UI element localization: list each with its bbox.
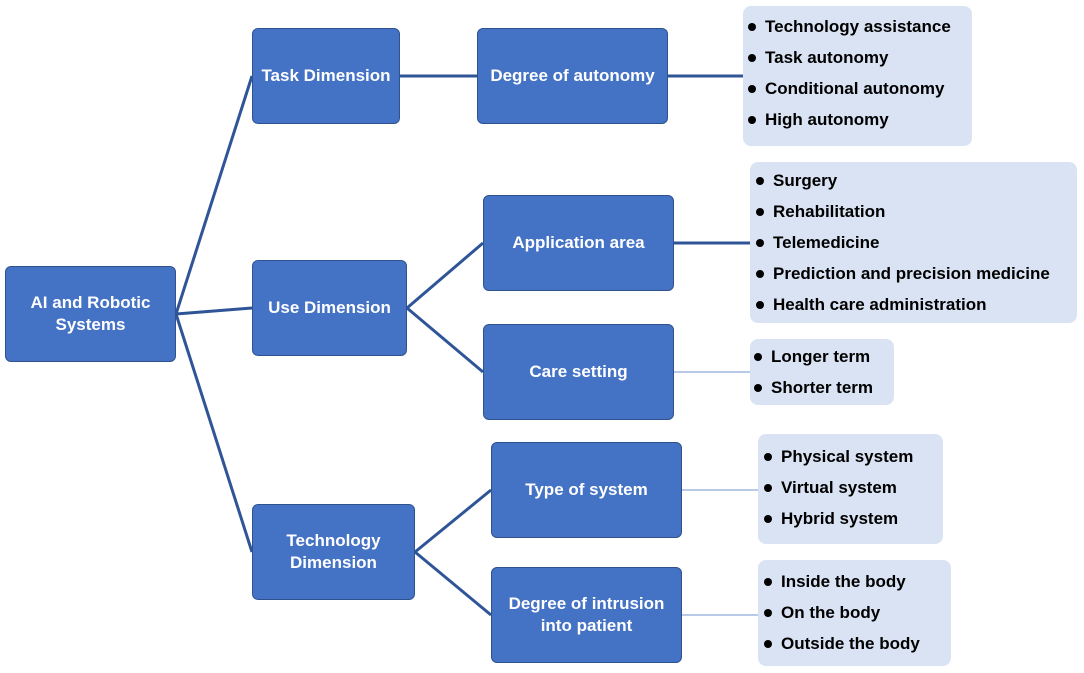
technology-to-intrusion-line [414,550,492,617]
list-item: Longer term [753,341,894,372]
list-item: Surgery [755,165,1077,196]
use-to-application-line [406,241,484,310]
technology-to-type-line [414,488,492,554]
root-to-technology-line [174,313,254,553]
list-item: Outside the body [763,628,951,659]
application-area-node: Application area [483,195,674,291]
root-node: AI and Robotic Systems [5,266,176,362]
list-item: Physical system [763,441,943,472]
list-item: Inside the body [763,566,951,597]
system-type-list: Physical system Virtual system Hybrid sy… [758,434,943,544]
care-setting-node: Care setting [483,324,674,420]
list-item: Hybrid system [763,503,943,534]
list-item: Virtual system [763,472,943,503]
list-item: High autonomy [747,104,972,135]
root-to-use-line [175,306,253,316]
use-dimension-node: Use Dimension [252,260,407,356]
list-item: Rehabilitation [755,196,1077,227]
list-item: Conditional autonomy [747,73,972,104]
list-item: Health care administration [755,289,1077,320]
use-to-care-line [406,306,484,374]
degree-of-intrusion-node: Degree of intrusion into patient [491,567,682,663]
application-areas-list: Surgery Rehabilitation Telemedicine Pred… [750,162,1077,323]
list-item: Technology assistance [747,11,972,42]
list-item: Task autonomy [747,42,972,73]
intrusion-level-list: Inside the body On the body Outside the … [758,560,951,666]
care-setting-list: Longer term Shorter term [750,339,894,405]
degree-of-autonomy-node: Degree of autonomy [477,28,668,124]
autonomy-levels-list: Technology assistance Task autonomy Cond… [743,6,972,146]
list-item: On the body [763,597,951,628]
list-item: Telemedicine [755,227,1077,258]
list-item: Prediction and precision medicine [755,258,1077,289]
type-of-system-node: Type of system [491,442,682,538]
list-item: Shorter term [753,372,894,403]
technology-dimension-node: Technology Dimension [252,504,415,600]
root-to-task-line [174,75,254,315]
task-dimension-node: Task Dimension [252,28,400,124]
